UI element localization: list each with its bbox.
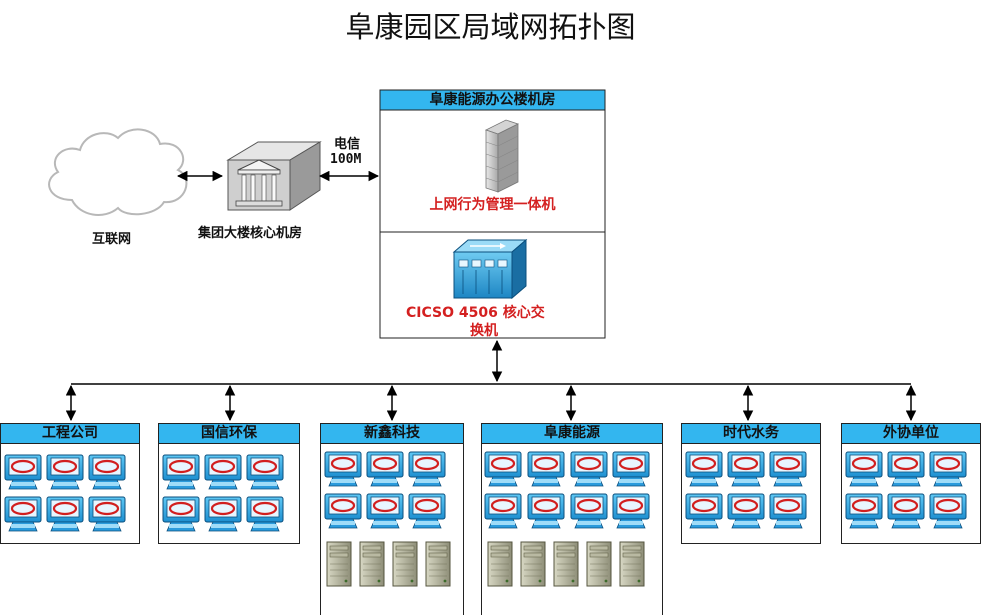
department-header [158,423,300,444]
department-header [681,423,821,444]
department-title: 新鑫科技 [364,425,420,441]
building-icon [226,141,322,211]
department-header [481,423,663,444]
internet-label: 互联网 [92,232,132,247]
server-icon [359,541,385,587]
department-title: 国信环保 [201,425,257,441]
core-switch-icon [452,238,528,300]
department-title: 时代水务 [723,425,779,441]
link-bandwidth-label: 100M [330,152,362,167]
page-title: 阜康园区局域网拓扑图 [345,10,636,44]
group-core-label: 集团大楼核心机房 [198,226,303,241]
server-icon [326,541,352,587]
firewall-label: 上网行为管理一体机 [429,197,556,213]
firewall-icon [484,119,520,193]
server-icon [619,541,645,587]
department-header [320,423,464,444]
office-room-title: 阜康能源办公楼机房 [429,92,556,108]
server-icon [392,541,418,587]
server-icon [520,541,546,587]
core-switch-label-line1: CICSO 4506 核心交 [406,305,545,321]
server-icon [425,541,451,587]
department-title: 工程公司 [42,425,98,441]
link-carrier-label: 电信 [334,137,361,152]
internet-cloud-icon [48,128,188,216]
server-icon [586,541,612,587]
department-title: 阜康能源 [544,425,600,441]
department-header [0,423,140,444]
server-icon [553,541,579,587]
department-title: 外协单位 [883,425,939,441]
server-icon [487,541,513,587]
core-switch-label-line2: 换机 [470,323,498,339]
